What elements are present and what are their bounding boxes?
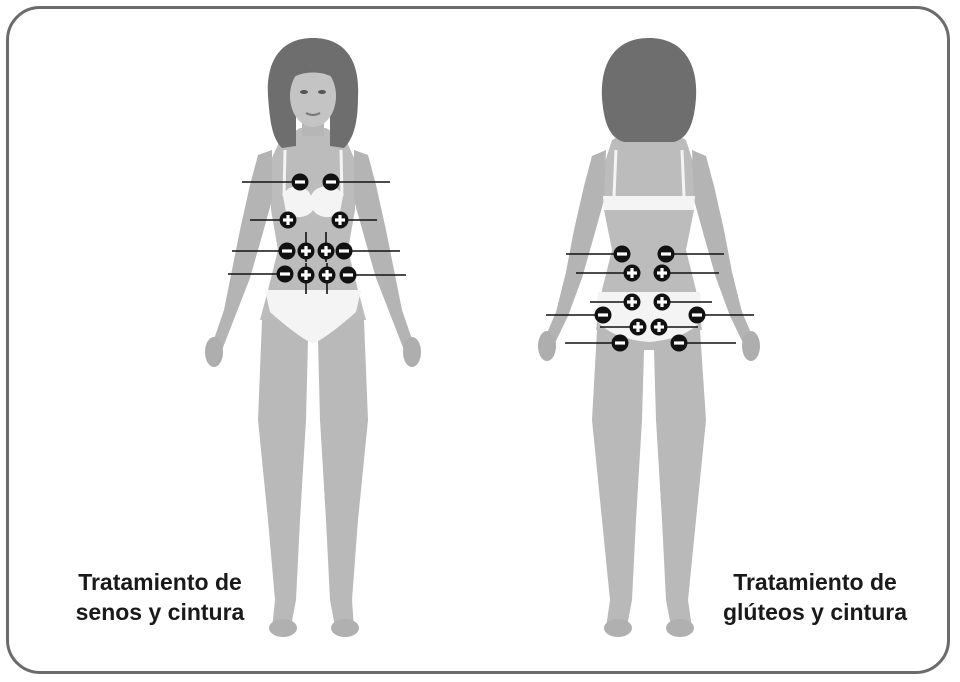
negative-electrode-icon — [595, 307, 612, 324]
back-legs — [592, 330, 706, 632]
negative-electrode-icon — [614, 246, 631, 263]
negative-electrode-icon — [340, 267, 357, 284]
negative-electrode-icon — [658, 246, 675, 263]
back-hair — [602, 38, 696, 142]
front-figure — [205, 38, 421, 637]
positive-electrode-icon — [624, 294, 641, 311]
negative-electrode-icon — [279, 243, 296, 260]
front-caption: Tratamiento de senos y cintura — [40, 567, 280, 627]
front-caption-line1: Tratamiento de — [40, 567, 280, 597]
negative-electrode-icon — [323, 174, 340, 191]
positive-electrode-icon — [298, 243, 315, 260]
back-bra — [603, 196, 695, 210]
positive-electrode-icon — [280, 212, 297, 229]
back-caption-line2: glúteos y cintura — [695, 597, 935, 627]
back-caption: Tratamiento de glúteos y cintura — [695, 567, 935, 627]
back-figure — [538, 38, 760, 637]
negative-electrode-icon — [336, 243, 353, 260]
negative-electrode-icon — [671, 335, 688, 352]
positive-electrode-icon — [630, 319, 647, 336]
negative-electrode-icon — [689, 307, 706, 324]
negative-electrode-icon — [277, 266, 294, 283]
positive-electrode-icon — [654, 265, 671, 282]
positive-electrode-icon — [332, 212, 349, 229]
negative-electrode-icon — [292, 174, 309, 191]
positive-electrode-icon — [318, 243, 335, 260]
negative-electrode-icon — [612, 335, 629, 352]
positive-electrode-icon — [298, 267, 315, 284]
positive-electrode-icon — [624, 265, 641, 282]
positive-electrode-icon — [654, 294, 671, 311]
positive-electrode-icon — [319, 267, 336, 284]
positive-electrode-icon — [651, 319, 668, 336]
back-caption-line1: Tratamiento de — [695, 567, 935, 597]
front-caption-line2: senos y cintura — [40, 597, 280, 627]
